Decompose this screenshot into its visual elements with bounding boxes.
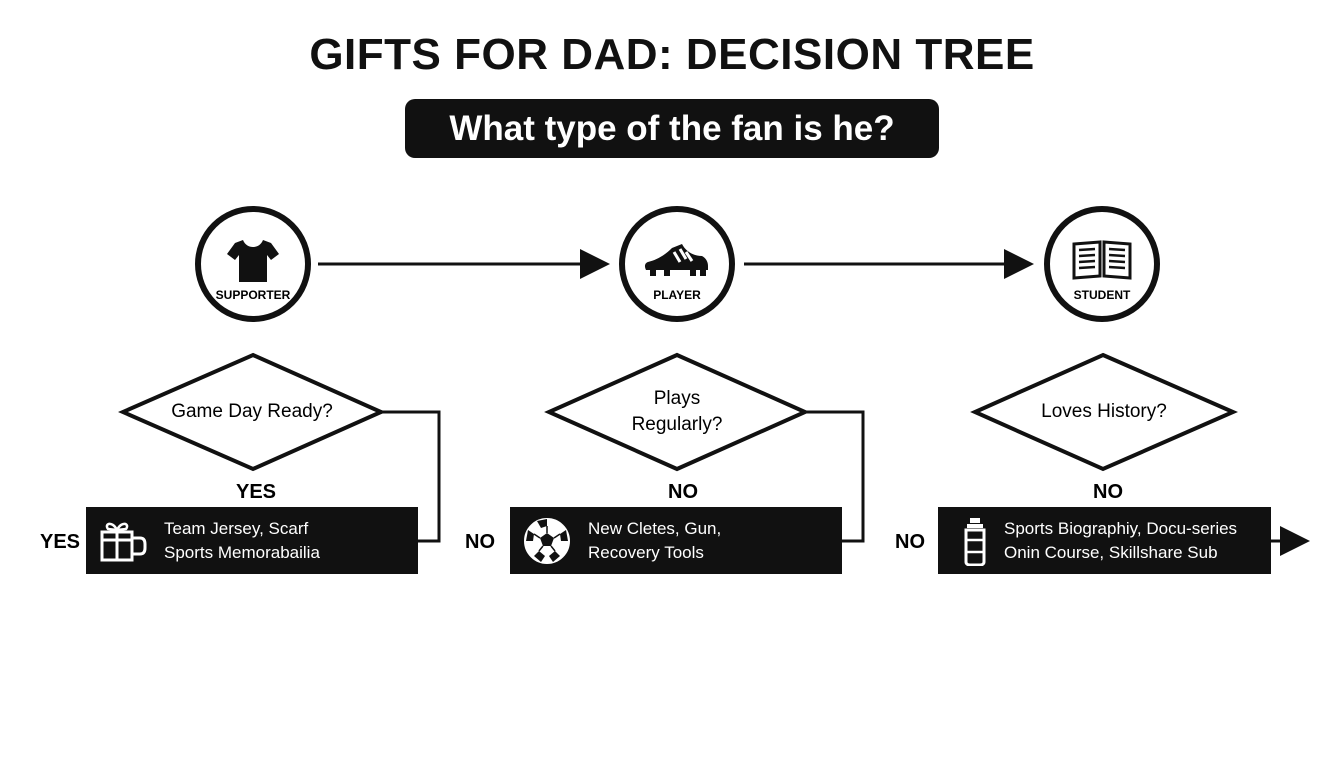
elbow-connector-1 — [381, 410, 441, 543]
gift-box-player: New Cletes, Gun, Recovery Tools — [510, 507, 842, 574]
gift-box-student: Sports Biographiy, Docu-series Onin Cour… — [938, 507, 1271, 574]
gift-mug-icon — [98, 516, 148, 569]
tshirt-icon — [225, 236, 281, 289]
decision-text-3: Loves History? — [1041, 401, 1167, 422]
decision-diamond-1 — [118, 352, 386, 472]
gift-line-2-2: Recovery Tools — [588, 543, 704, 562]
open-book-icon — [1071, 236, 1133, 285]
node-student: STUDENT — [1044, 206, 1160, 322]
gift-box-supporter: Team Jersey, Scarf Sports Memorabailia — [86, 507, 418, 574]
elbow-connector-2 — [805, 410, 865, 543]
node-supporter: SUPPORTER — [195, 206, 311, 322]
decision-text-1: Game Day Ready? — [171, 401, 333, 422]
water-bottle-icon — [950, 516, 1000, 571]
gift-line-2-1: New Cletes, Gun, — [588, 519, 722, 538]
gift-line-1-1: Team Jersey, Scarf — [164, 519, 309, 538]
branch-label-3: NO — [1093, 481, 1123, 503]
node-player: PLAYER — [619, 206, 735, 322]
side-label-2: NO — [465, 531, 495, 553]
branch-label-1: YES — [235, 481, 277, 503]
root-question: What type of the fan is he? — [405, 99, 939, 158]
diagram-title: GIFTS FOR DAD: DECISION TREE — [309, 30, 1035, 79]
branch-label-2: NO — [668, 481, 698, 503]
soccer-ball-icon — [522, 516, 572, 571]
side-label-1: YES — [40, 531, 81, 553]
gift-line-1-2: Sports Memorabailia — [164, 543, 320, 562]
gift-line-3-2: Onin Course, Skillshare Sub — [1004, 543, 1218, 562]
decision-diamond-3 — [970, 352, 1238, 472]
decision-diamond-2 — [544, 352, 810, 472]
node-label-player: PLAYER — [653, 288, 701, 302]
node-label-student: STUDENT — [1073, 288, 1131, 302]
cleat-icon — [642, 236, 712, 285]
side-label-3: NO — [895, 531, 925, 553]
gift-line-3-1: Sports Biographiy, Docu-series — [1004, 519, 1238, 538]
node-label-supporter: SUPPORTER — [215, 288, 291, 302]
